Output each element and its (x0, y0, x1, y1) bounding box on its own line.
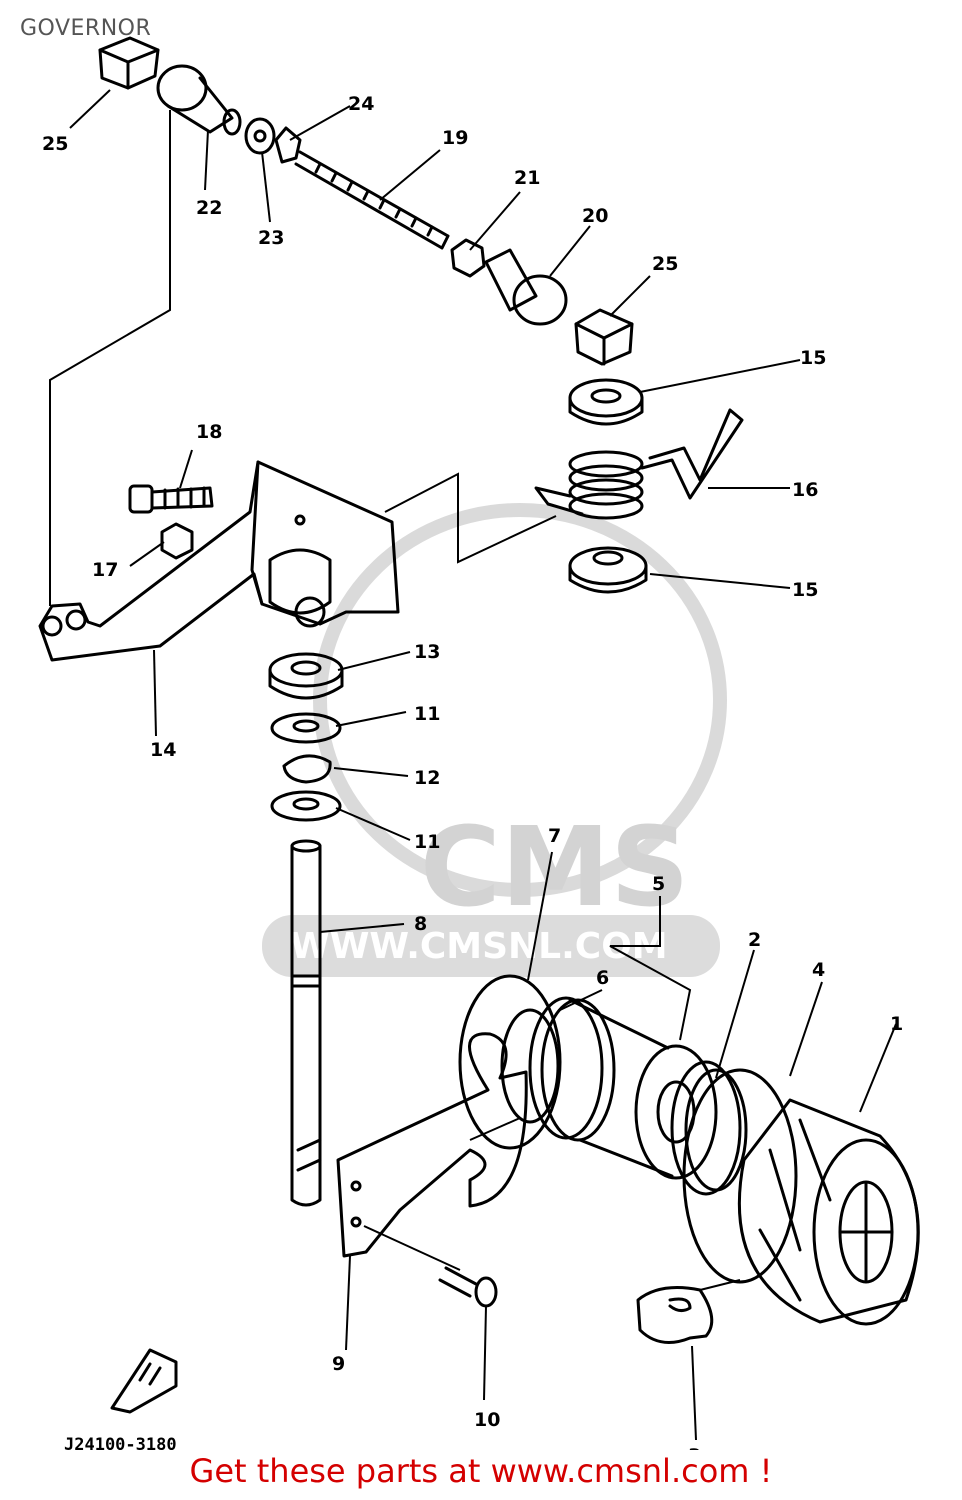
callout-25-top: 25 (42, 133, 68, 155)
callout-2: 2 (748, 929, 761, 951)
watermark-url: WWW.CMSNL.COM (290, 926, 668, 967)
part-11-washer-lower (270, 790, 342, 822)
exploded-diagram: CMS WWW.CMSNL.COM (38, 36, 920, 1450)
part-15-spring-seat-lower (568, 546, 648, 594)
part-10-screw (438, 1266, 498, 1308)
callout-9: 9 (332, 1353, 345, 1375)
part-20-ball-joint (484, 248, 568, 326)
part-11-washer-upper (270, 712, 342, 744)
drawing-id: J24100-3180 (64, 1435, 177, 1450)
callout-11-upper: 11 (414, 703, 440, 725)
part-14-governor-lever (38, 460, 400, 662)
callout-16: 16 (792, 479, 818, 501)
callout-5: 5 (652, 873, 665, 895)
watermark-brand: CMS (420, 803, 689, 931)
callout-labels: 25 22 23 24 19 21 20 25 15 16 15 18 17 1… (42, 93, 903, 1450)
callout-3: 3 (688, 1445, 701, 1450)
part-23-nut (222, 108, 276, 155)
part-24-lock-washer (274, 126, 302, 164)
part-4-ring (682, 1068, 798, 1284)
callout-11-lower: 11 (414, 831, 440, 853)
part-25-cap-right (574, 308, 634, 366)
part-2-circlip (670, 1060, 748, 1196)
watermark-url-band (262, 915, 720, 977)
callout-23: 23 (258, 227, 284, 249)
part-9-governor-fork (336, 1032, 528, 1258)
callout-13: 13 (414, 641, 440, 663)
callout-14: 14 (150, 739, 176, 761)
part-22-ball-joint (156, 64, 234, 134)
part-18-bolt (128, 484, 214, 514)
callout-10: 10 (474, 1409, 500, 1431)
part-1-weight-holder (737, 1098, 920, 1326)
callout-24: 24 (348, 93, 374, 115)
watermark: CMS WWW.CMSNL.COM (262, 503, 727, 977)
part-21-nut (450, 238, 486, 278)
watermark-badge (313, 503, 727, 897)
part-7-thrust-washer (458, 974, 562, 1150)
callout-4: 4 (812, 959, 825, 981)
callout-1: 1 (890, 1013, 903, 1035)
part-12-circlip (282, 754, 332, 784)
callout-25-right: 25 (652, 253, 678, 275)
leader-lines (49, 89, 897, 1441)
callout-18: 18 (196, 421, 222, 443)
part-small-clip (110, 1348, 178, 1414)
callout-7: 7 (548, 825, 561, 847)
callout-15-lower: 15 (792, 579, 818, 601)
part-19-adjusting-rod (294, 150, 450, 250)
part-8-governor-shaft (290, 839, 322, 1207)
callout-12: 12 (414, 767, 440, 789)
footer-parts-link[interactable]: Get these parts at www.cmsnl.com ! (189, 1452, 773, 1490)
part-25-cap-top (98, 36, 160, 90)
callout-19: 19 (442, 127, 468, 149)
callout-22: 22 (196, 197, 222, 219)
callout-15-upper: 15 (800, 347, 826, 369)
callout-8: 8 (414, 913, 427, 935)
part-17-nut (160, 522, 194, 560)
part-16-governor-spring (534, 408, 744, 520)
part-15-spring-seat-upper (568, 378, 644, 426)
part-3-retaining-plate (636, 1286, 714, 1344)
callout-21: 21 (514, 167, 540, 189)
callout-17: 17 (92, 559, 118, 581)
callout-20: 20 (582, 205, 608, 227)
callout-6: 6 (596, 967, 609, 989)
